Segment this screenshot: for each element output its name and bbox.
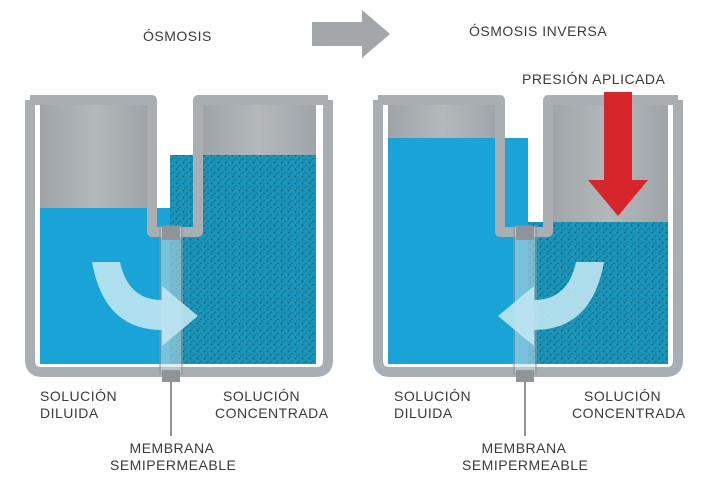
right-piston-left [388, 104, 498, 138]
left-piston-right [202, 104, 316, 155]
right-dilute-label-line1: SOLUCIÓN [394, 388, 472, 404]
right-concentrated-label-line2: CONCENTRADA [572, 405, 686, 421]
right-flow-arrow [498, 262, 604, 346]
right-dilute-solution [388, 138, 528, 364]
label-applied-pressure: PRESIÓN APLICADA [522, 71, 666, 87]
right-apparatus [373, 92, 683, 436]
left-membrane-label: MEMBRANA SEMIPERMEABLE [110, 440, 237, 474]
right-dilute-label-line2: DILUIDA [394, 405, 453, 421]
title-osmosis: ÓSMOSIS [143, 28, 212, 44]
left-dilute-label-line1: SOLUCIÓN [40, 388, 118, 404]
pressure-arrow [588, 92, 648, 216]
right-concentrated-solution [528, 222, 668, 364]
left-concentrated-label-line1: SOLUCIÓN [223, 388, 301, 404]
left-dilute-label-line2: DILUIDA [40, 405, 99, 421]
title-reverse-osmosis: ÓSMOSIS INVERSA [469, 23, 608, 39]
left-dilute-label: SOLUCIÓN DILUIDA [40, 388, 117, 422]
left-concentrated-label: SOLUCIÓN CONCENTRADA [215, 388, 329, 422]
right-concentrated-label-line1: SOLUCIÓN [584, 388, 662, 404]
left-flow-arrow [92, 262, 198, 346]
transition-arrow [312, 10, 390, 58]
left-concentrated-solution [170, 155, 316, 364]
left-piston-left [40, 104, 148, 208]
right-membrane-label-line2: SEMIPERMEABLE [462, 457, 589, 473]
left-membrane-label-line1: MEMBRANA [129, 440, 215, 456]
right-membrane-label: MEMBRANA SEMIPERMEABLE [462, 440, 589, 474]
left-apparatus [25, 95, 333, 436]
right-membrane-label-line1: MEMBRANA [481, 440, 567, 456]
left-concentrated-label-line2: CONCENTRADA [215, 405, 329, 421]
right-concentrated-label: SOLUCIÓN CONCENTRADA [572, 388, 686, 422]
right-dilute-label: SOLUCIÓN DILUIDA [394, 388, 471, 422]
left-membrane-label-line2: SEMIPERMEABLE [110, 457, 237, 473]
